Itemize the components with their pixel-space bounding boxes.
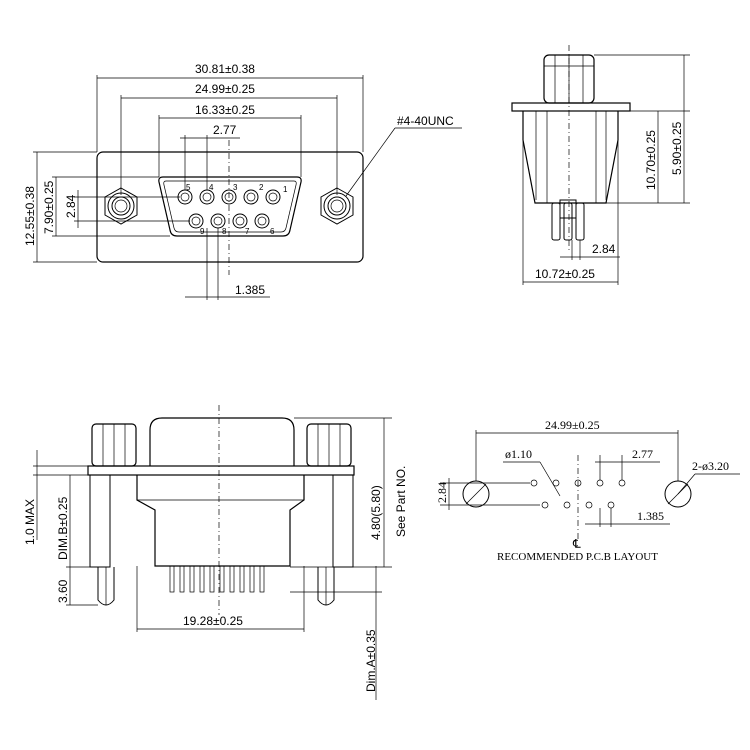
pcb-dim-pitch: 2.77 (632, 447, 653, 461)
right-standoff-nut (320, 187, 354, 225)
pin-label-3: 3 (233, 183, 238, 192)
pcb-caption: RECOMMENDED P.C.B LAYOUT (497, 551, 658, 563)
pcb-centerline-symbol: ℄ (572, 537, 581, 551)
dim-b: DIM.B±0.25 (56, 496, 70, 560)
pcb-dim-mount-hole: 2-ø3.20 (692, 459, 729, 473)
dim-side-depth: 10.72±0.25 (535, 267, 595, 281)
flange-outline (96, 151, 364, 263)
dim-row-spacing: 2.84 (64, 194, 78, 218)
dim-pin-field: 19.28±0.25 (183, 614, 243, 628)
pin-label-4: 4 (209, 183, 214, 192)
pcb-dim-row: 2.84 (435, 482, 449, 503)
pcb-layout: 24.99±0.25 ø1.10 2.77 2-ø3.20 2.84 1.385… (435, 418, 740, 563)
pin-tails (169, 565, 265, 593)
dim-shell-height: 7.90±0.25 (42, 180, 56, 234)
dim-side-height-b: 5.90±0.25 (670, 121, 684, 175)
pin-label-9: 9 (200, 227, 205, 236)
right-boardlock (317, 474, 354, 606)
dim-overall-height: 12.55±0.38 (23, 186, 37, 246)
pin-row-top (177, 189, 281, 205)
front-view: 1 2 3 4 5 6 7 8 9 30.81±0.38 24.99±0.25 … (23, 62, 462, 300)
dim-boardlock: 3.60 (56, 579, 70, 603)
pin-label-2: 2 (259, 183, 264, 192)
elevation-view: 1.0 MAX DIM.B±0.25 3.60 4.80(5.80) See P… (23, 405, 408, 700)
dim-part-height: 4.80(5.80) (369, 485, 383, 540)
dim-mount-hole-spacing: 24.99±0.25 (195, 82, 255, 96)
dim-shell-width: 16.33±0.25 (195, 103, 255, 117)
pin-label-5: 5 (186, 183, 191, 192)
dim-row-offset: 1.385 (235, 283, 265, 297)
pcb-dim-pin-hole: ø1.10 (505, 447, 532, 461)
dim-overall-width: 30.81±0.38 (195, 62, 255, 76)
side-view: 10.70±0.25 5.90±0.25 2.84 10.72±0.25 (511, 45, 690, 285)
dim-side-pin-offset: 2.84 (592, 242, 616, 256)
thread-note: #4-40UNC (397, 114, 454, 128)
see-part-no: See Part NO. (394, 466, 408, 537)
pin-label-1: 1 (283, 185, 288, 194)
left-boardlock (89, 474, 115, 606)
pin-label-7: 7 (245, 227, 250, 236)
dim-flange-thickness: 1.0 MAX (23, 499, 37, 545)
dim-side-height-a: 10.70±0.25 (644, 130, 658, 190)
dim-pin-pitch: 2.77 (213, 123, 237, 137)
d-shell-inner (163, 180, 297, 233)
dim-a: Dim.A±0.35 (364, 629, 378, 692)
pin-label-6: 6 (270, 227, 275, 236)
pin-label-8: 8 (222, 227, 227, 236)
d-shell-outer (158, 176, 302, 237)
pcb-dim-offset: 1.385 (637, 509, 664, 523)
pcb-dim-hole-spacing: 24.99±0.25 (545, 418, 600, 432)
